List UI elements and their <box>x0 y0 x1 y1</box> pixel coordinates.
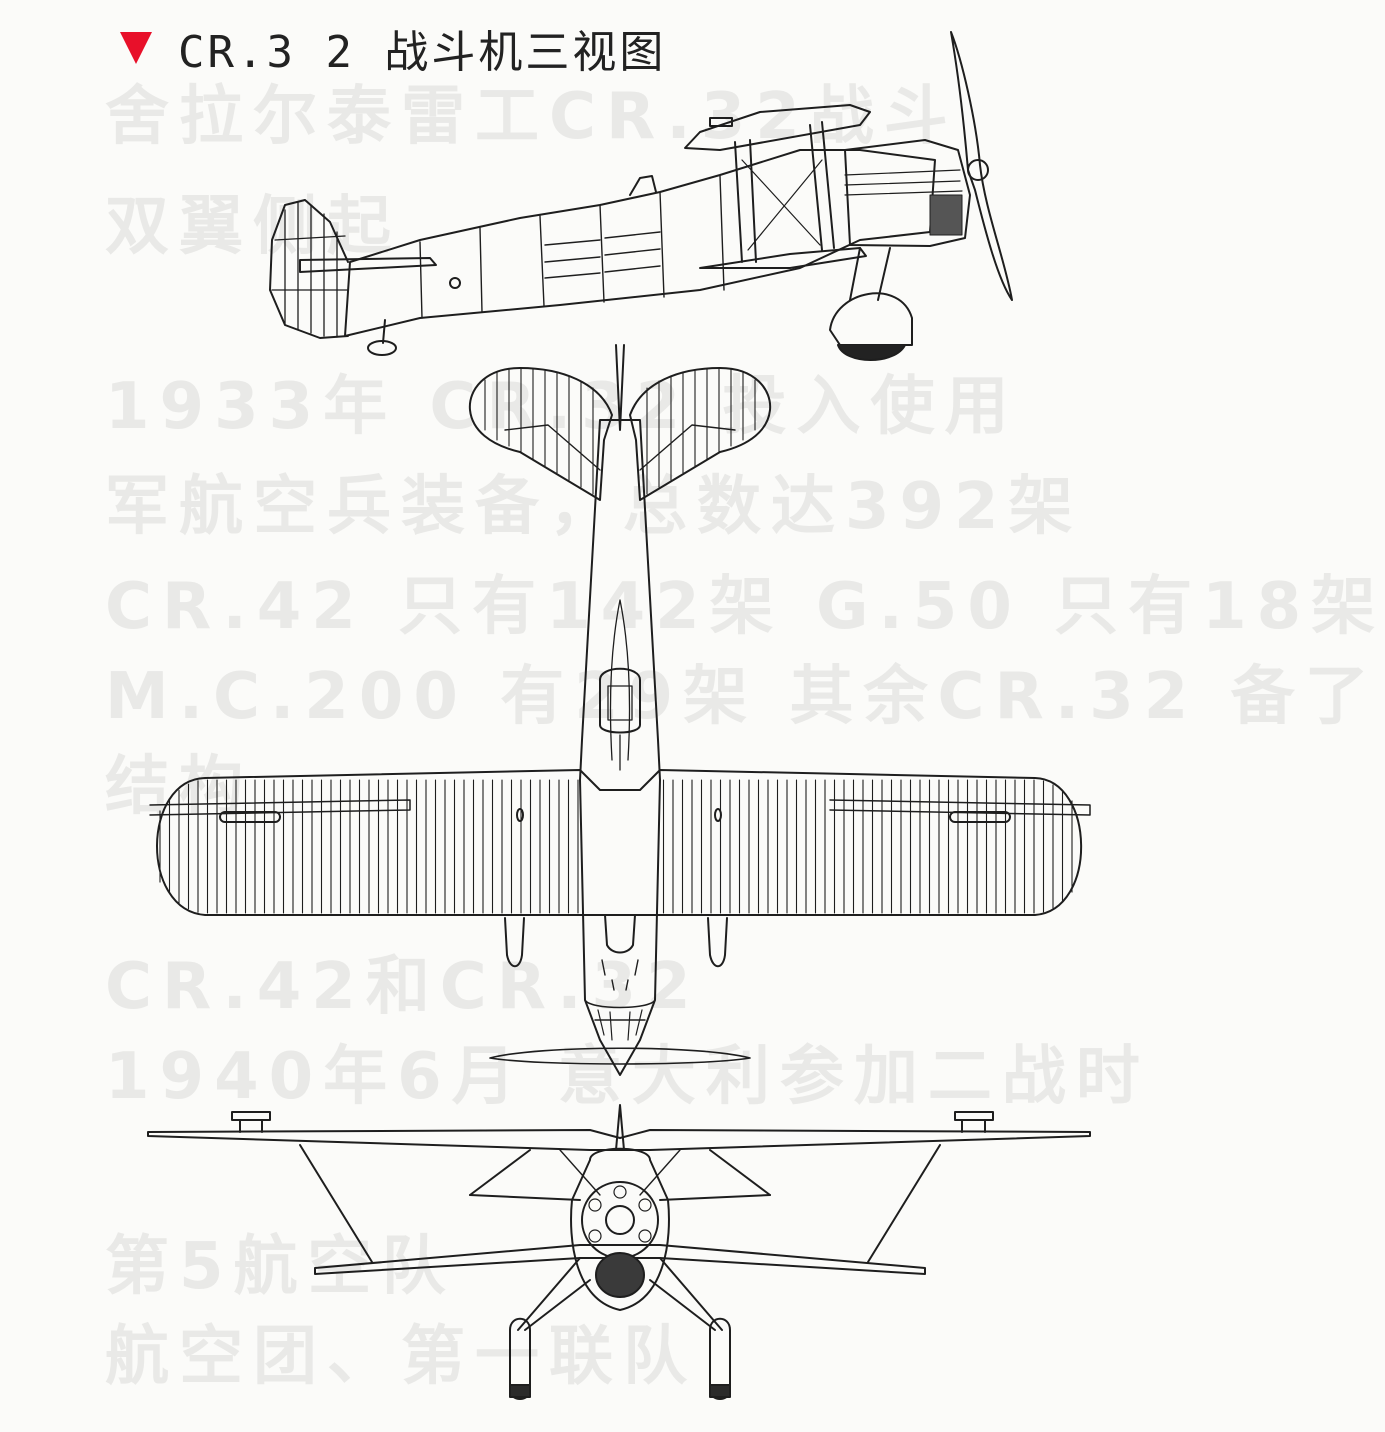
side-rudder <box>269 199 349 339</box>
side-cowling-louvers <box>844 169 963 236</box>
bg-line: M.C.200 有29架 其余CR.32 备了 <box>105 660 1379 734</box>
front-fin <box>615 1104 625 1151</box>
side-lower-wing <box>699 247 867 269</box>
background-print-through: 舍拉尔泰雷工CR.32战斗 双翼侧起 1933年 CR.32 投入使用 军航空兵… <box>105 80 1375 1394</box>
bg-line: 航空团、第一联队 <box>105 1320 697 1394</box>
side-struts <box>734 121 835 263</box>
bg-line: 军航空兵装备，总数达392架 <box>105 470 1083 544</box>
top-exhaust-marks <box>601 959 639 991</box>
top-center-fairing <box>604 914 636 954</box>
top-left-hardpoint <box>516 808 524 822</box>
top-rudder <box>615 344 625 431</box>
bg-line: 第5航空队 <box>105 1230 456 1304</box>
side-engine-cowling <box>844 139 971 247</box>
top-right-slot <box>949 811 1011 823</box>
bg-line: 舍拉尔泰雷工CR.32战斗 <box>105 80 958 154</box>
side-tailplane <box>299 257 437 273</box>
side-fuselage-frames <box>419 175 725 319</box>
top-left-wheel-fairing <box>504 917 525 968</box>
front-lower-wing <box>314 1244 926 1275</box>
top-nose-louvers <box>597 1009 643 1041</box>
front-view <box>147 1104 1091 1400</box>
side-roundel <box>449 277 461 289</box>
top-wing-ribs <box>159 779 1073 914</box>
top-upper-wing <box>156 769 1083 916</box>
front-engine-ring <box>581 1181 659 1259</box>
side-fuselage <box>344 149 936 337</box>
front-radiator <box>595 1252 645 1298</box>
red-triangle-marker-icon <box>120 32 152 64</box>
top-left-aileron <box>149 799 411 816</box>
front-engine-hub <box>605 1205 635 1235</box>
top-propeller <box>489 1047 751 1065</box>
top-view <box>149 344 1091 1076</box>
side-upper-wing <box>684 104 871 151</box>
side-cockpit <box>629 175 657 196</box>
top-right-hardpoint <box>714 808 722 822</box>
side-tail-wheel <box>367 319 397 356</box>
top-tailplane-right <box>629 367 772 501</box>
top-elevator-line <box>504 424 736 471</box>
bg-line: CR.42和CR.32 <box>105 950 701 1024</box>
side-wing-strut-fairing <box>709 117 733 127</box>
front-fuselage <box>570 1147 670 1311</box>
front-right-aileron-horn <box>954 1111 994 1121</box>
bg-line: CR.42 只有142架 G.50 只有18架 <box>105 570 1385 644</box>
top-tailplane-ribs <box>484 367 756 495</box>
top-fuselage <box>579 419 661 1076</box>
front-upper-wing <box>147 1129 1091 1151</box>
top-tailplane <box>468 367 613 501</box>
bg-line: 1940年6月 意大利参加二战时 <box>105 1040 1150 1114</box>
front-landing-gear <box>509 1257 731 1400</box>
bg-line: 结构 <box>105 750 253 824</box>
top-left-slot <box>219 811 281 823</box>
top-cockpit <box>599 667 641 734</box>
side-rudder-ribs <box>271 202 349 338</box>
side-propeller <box>950 31 1013 301</box>
front-left-aileron-horn <box>231 1111 271 1121</box>
figure-title: CR.3 2 战斗机三视图 <box>178 27 667 78</box>
front-engine-cylinders <box>588 1185 652 1243</box>
three-view-drawing <box>147 31 1091 1400</box>
top-cockpit-inner <box>607 685 633 721</box>
figure-caption: CR.3 2 战斗机三视图 <box>120 18 666 78</box>
front-struts <box>299 1144 941 1263</box>
top-engine-cowling <box>584 999 656 1021</box>
side-spinner <box>967 159 989 181</box>
side-view <box>269 31 1013 361</box>
top-right-wheel-fairing <box>707 917 728 968</box>
side-main-gear <box>829 247 913 361</box>
